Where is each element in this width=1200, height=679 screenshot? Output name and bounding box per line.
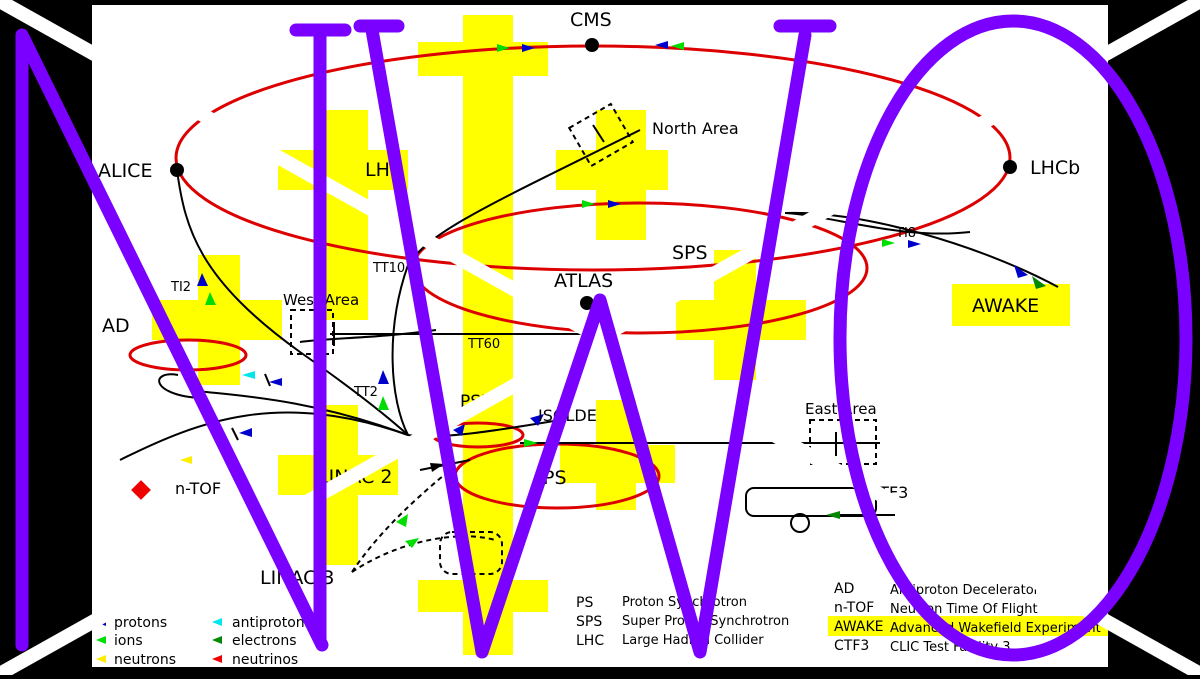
particle-arrows	[131, 41, 1046, 548]
legend-neutrons: neutrons	[114, 652, 176, 668]
linac3-beam-line	[351, 469, 451, 573]
tt10-label: TT10	[372, 261, 405, 276]
lhcb-label: LHCb	[1030, 157, 1080, 179]
legend-abbr-ctf3: CTF3	[834, 638, 869, 654]
beam-lines	[119, 129, 1059, 533]
awake-label: AWAKE	[972, 295, 1039, 317]
cms-point	[585, 38, 599, 52]
legend-neutrinos: neutrinos	[232, 652, 298, 668]
legend-abbr-ps: PS	[576, 595, 593, 611]
ti2-label: TI2	[170, 280, 191, 295]
atlas-point	[580, 296, 594, 310]
legend-abbr-sps: SPS	[576, 614, 602, 630]
legend-abbr-ntof: n-TOF	[834, 600, 874, 616]
legend-full-ad: Antiproton Decelerator	[890, 583, 1040, 598]
ntof-label: n-TOF	[175, 479, 221, 498]
particle-legend: protons ions neutrons antiprotons electr…	[96, 615, 312, 668]
ad-label: AD	[102, 315, 130, 337]
tt60-label: TT60	[467, 337, 500, 352]
legend-abbr-awake: AWAKE	[834, 619, 884, 635]
alice-label: ALICE	[98, 160, 152, 182]
legend-electrons: electrons	[232, 633, 296, 649]
sps-label: SPS	[672, 242, 708, 264]
ti8-label: TI8	[895, 226, 916, 241]
awake-legend-highlight	[828, 616, 1108, 636]
north-area-box	[567, 102, 635, 168]
legend-ions: ions	[114, 633, 143, 649]
legend-abbr-ad: AD	[834, 581, 854, 597]
awake-highlight	[952, 284, 1070, 326]
purple-overlay-strokes	[15, 14, 1193, 662]
legend-abbr-lhc: LHC	[576, 633, 604, 649]
east-area-box	[809, 419, 877, 465]
tt2-label: TT2	[353, 385, 378, 400]
lhcb-point	[1003, 160, 1017, 174]
legend-protons: protons	[114, 615, 167, 631]
legend-antiprotons: antiprotons	[232, 615, 312, 631]
alice-point	[170, 163, 184, 177]
north-area-label: North Area	[652, 119, 739, 138]
atlas-label: ATLAS	[554, 270, 613, 292]
cms-label: CMS	[570, 9, 612, 31]
